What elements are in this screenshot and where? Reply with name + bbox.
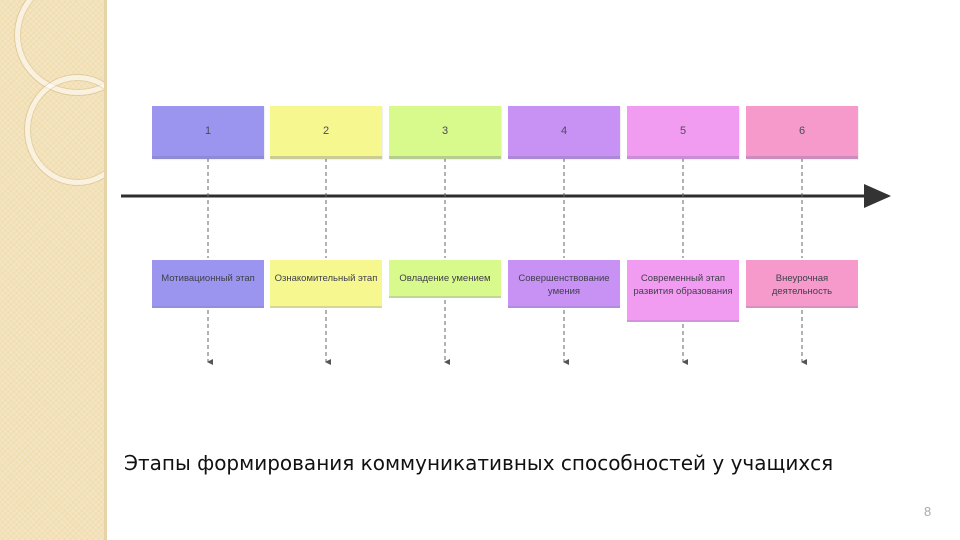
stage-label: Совершенствование умения [518, 273, 610, 297]
stage-3-box: 3 [389, 106, 501, 159]
decorative-ring [25, 75, 104, 185]
stage-number: 2 [322, 125, 330, 137]
stage-label: Овладение умением [399, 273, 491, 284]
stage-label: Внеурочная деятельность [771, 273, 833, 297]
stage-number: 3 [441, 125, 449, 137]
stage-label: Мотивационный этап [161, 273, 255, 284]
stage-2-label-box: Ознакомительный этап [270, 260, 382, 308]
stage-4-label-box: Совершенствование умения [508, 260, 620, 308]
side-panel-edge [104, 0, 107, 540]
stage-3-label-box: Овладение умением [389, 260, 501, 298]
stage-5-box: 5 [627, 106, 739, 159]
stage-6-box: 6 [746, 106, 858, 159]
stage-label: Ознакомительный этап [274, 273, 378, 284]
page-number: 8 [924, 504, 932, 519]
stage-1-label-box: Мотивационный этап [152, 260, 264, 308]
stage-number: 5 [679, 125, 687, 137]
stage-number: 1 [204, 125, 212, 137]
stage-number: 4 [560, 125, 568, 137]
stage-number: 6 [798, 125, 806, 137]
slide-caption: Этапы формирования коммуникативных спосо… [124, 451, 834, 475]
stage-2-box: 2 [270, 106, 382, 159]
stage-5-label-box: Современный этап развития образования [627, 260, 739, 322]
stage-label: Современный этап развития образования [633, 273, 733, 297]
decorative-side-panel [0, 0, 104, 540]
stage-6-label-box: Внеурочная деятельность [746, 260, 858, 308]
stage-4-box: 4 [508, 106, 620, 159]
stage-1-box: 1 [152, 106, 264, 159]
